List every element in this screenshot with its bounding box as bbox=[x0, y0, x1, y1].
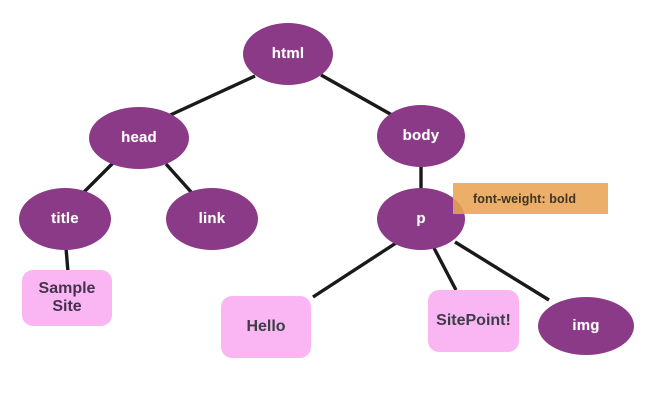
edge-html-to-body bbox=[320, 73, 393, 117]
node-text-sitepoint-label: SitePoint! bbox=[436, 312, 511, 330]
edge-title-to-sample bbox=[64, 247, 70, 273]
edge-p-to-hello bbox=[312, 241, 397, 299]
node-text-sample-site-line2: Site bbox=[52, 298, 82, 315]
node-link-label: link bbox=[198, 209, 226, 227]
node-text-sample-site-line1: Sample bbox=[38, 280, 96, 298]
node-p[interactable]: p bbox=[377, 188, 465, 250]
node-head-label: head bbox=[121, 128, 157, 146]
node-head[interactable]: head bbox=[89, 107, 189, 169]
edge-html-to-head bbox=[165, 74, 256, 119]
edge-p-to-img bbox=[454, 240, 550, 302]
node-text-hello-label: Hello bbox=[246, 318, 286, 336]
edge-p-to-sitepoint bbox=[432, 247, 458, 291]
node-text-sample-site[interactable]: Sample Site bbox=[22, 270, 112, 326]
node-body-label: body bbox=[402, 126, 440, 144]
node-img[interactable]: img bbox=[538, 297, 634, 355]
node-html[interactable]: html bbox=[243, 23, 333, 85]
node-link[interactable]: link bbox=[166, 188, 258, 250]
node-title[interactable]: title bbox=[19, 188, 111, 250]
node-html-label: html bbox=[271, 44, 305, 62]
callout-label: font-weight: bold bbox=[473, 191, 577, 206]
callout-font-weight-bold[interactable]: font-weight: bold bbox=[453, 183, 608, 214]
edge-head-to-link bbox=[164, 162, 194, 195]
edge-head-to-title bbox=[82, 161, 115, 194]
node-body[interactable]: body bbox=[377, 105, 465, 167]
node-img-label: img bbox=[572, 316, 600, 334]
node-title-label: title bbox=[51, 209, 79, 227]
node-p-label: p bbox=[416, 209, 426, 227]
node-text-hello[interactable]: Hello bbox=[221, 296, 311, 358]
node-text-sitepoint[interactable]: SitePoint! bbox=[428, 290, 519, 352]
